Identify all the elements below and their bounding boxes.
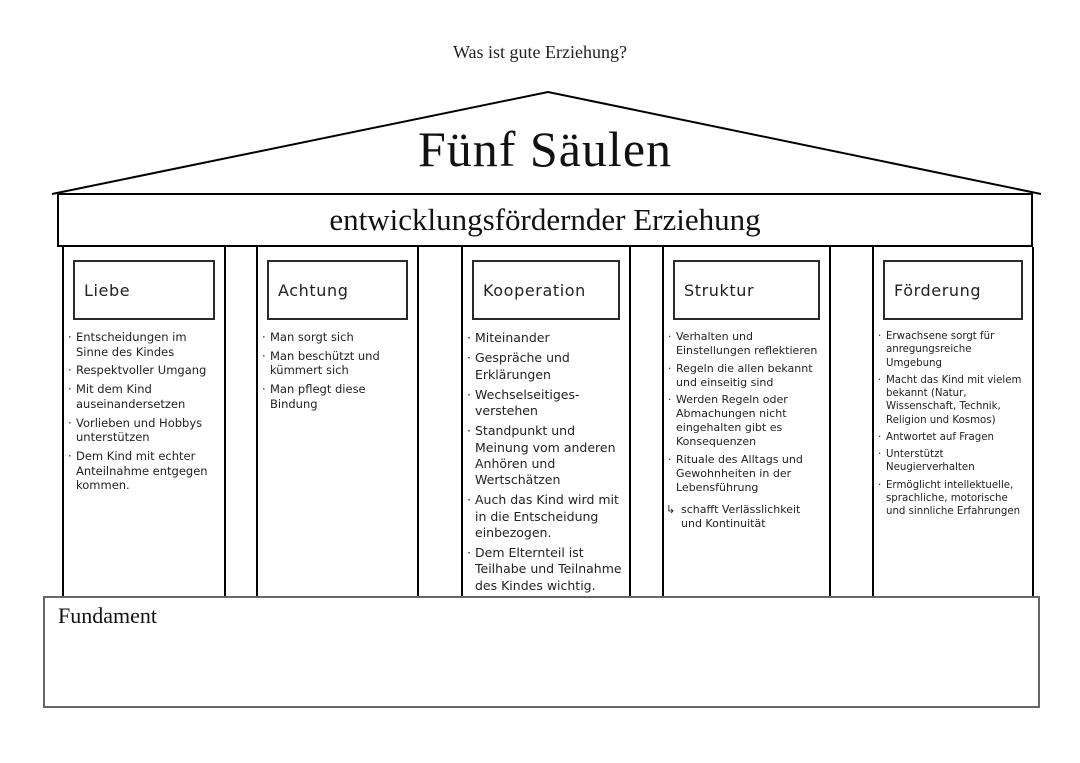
list-item-text: Auch das Kind wird mit in die Entscheidu… <box>475 492 619 540</box>
bullet-dot: · <box>878 374 882 386</box>
list-item: · Man pflegt diese Bindung <box>262 382 412 411</box>
list-item: · Rituale des Alltags und Gewohnheiten i… <box>668 453 824 495</box>
band-title: entwicklungsfördernder Erziehung <box>329 202 761 237</box>
list-item-text: Verhalten und Einstellungen reflektieren <box>676 330 818 357</box>
list-item-text: Regeln die allen bekannt und einseitig s… <box>676 361 813 389</box>
bullet-dot: · <box>68 449 72 464</box>
list-item-text: Antwortet auf Fragen <box>886 431 994 443</box>
list-item: · Regeln die allen bekannt und einseitig… <box>668 362 824 390</box>
list-item: · Dem Kind mit echter Anteilnahme entgeg… <box>68 449 219 493</box>
list-item: · Gespräche und Erklärungen <box>467 350 624 383</box>
pillar-title: Struktur <box>684 280 755 300</box>
list-item-text: Rituale des Alltags und Gewohnheiten in … <box>676 452 803 494</box>
list-item-text: Man sorgt sich <box>270 330 354 344</box>
list-item-text: Gespräche und Erklärungen <box>475 350 570 382</box>
list-item: · Respektvoller Umgang <box>68 363 219 378</box>
list-item-text: Dem Elternteil ist Teilhabe und Teilnahm… <box>475 545 622 593</box>
list-item: · Mit dem Kind auseinandersetzen <box>68 382 219 411</box>
bullet-dot: · <box>467 492 471 508</box>
pillar-header: Struktur <box>673 260 820 320</box>
bullet-dot: · <box>467 545 471 560</box>
bullet-dot: · <box>467 350 471 366</box>
list-item: · Werden Regeln oder Abmachungen nicht e… <box>668 393 824 448</box>
bullet-dot: · <box>68 330 72 344</box>
bullet-dot: · <box>878 479 882 491</box>
list-item: · Dem Elternteil ist Teilhabe und Teilna… <box>467 545 624 594</box>
list-item-text: Miteinander <box>475 330 550 345</box>
list-item: · Erwachsene sorgt für anregungsreiche U… <box>878 330 1027 370</box>
list-item: · Entscheidungen im Sinne des Kindes <box>68 330 219 359</box>
bullet-list: · Man sorgt sich · Man beschützt und küm… <box>258 328 417 412</box>
list-item: · Ermöglicht intellektuelle, sprachliche… <box>878 479 1027 519</box>
pillar-title: Kooperation <box>483 280 586 300</box>
list-item-text: Erwachsene sorgt für anregungsreiche Umg… <box>886 331 995 369</box>
bullet-dot: · <box>467 386 471 402</box>
pillar-foerderung: Förderung · Erwachsene sorgt für anregun… <box>872 247 1034 596</box>
list-item: · Macht das Kind mit vielem bekannt (Nat… <box>878 374 1027 427</box>
list-item-text: Entscheidungen im Sinne des Kindes <box>76 330 187 359</box>
pillar-achtung: Achtung · Man sorgt sich · Man beschützt… <box>256 247 419 596</box>
bullet-list: · Verhalten und Einstellungen reflektier… <box>664 328 829 494</box>
list-item: · Man sorgt sich <box>262 330 412 345</box>
bullet-dot: · <box>262 330 266 344</box>
list-item: · Wechselseitiges-verstehen <box>467 387 624 420</box>
list-item: · Standpunkt und Meinung vom anderen Anh… <box>467 423 624 488</box>
list-item-text: Man pflegt diese Bindung <box>270 382 366 411</box>
list-item: · Antwortet auf Fragen <box>878 431 1027 444</box>
consequence-note: ↳ schafft Verlässlichkeit und Kontinuitä… <box>664 503 829 531</box>
bullet-dot: · <box>68 382 72 397</box>
bullet-dot: · <box>467 330 471 345</box>
list-item-text: Man beschützt und kümmert sich <box>270 348 380 378</box>
fundament-label: Fundament <box>58 603 157 628</box>
pillar-liebe: Liebe · Entscheidungen im Sinne des Kind… <box>62 247 226 596</box>
note-text: schafft Verlässlichkeit und Kontinuität <box>681 503 801 531</box>
bullet-dot: · <box>68 415 72 430</box>
pillar-header: Achtung <box>267 260 408 320</box>
bullet-dot: · <box>668 361 672 375</box>
bullet-dot: · <box>878 331 882 342</box>
list-item: · Unterstützt Neugierverhalten <box>878 448 1027 475</box>
arrow-icon: ↳ <box>666 503 676 517</box>
roof-title: Fünf Säulen <box>417 121 673 177</box>
pillar-struktur: Struktur · Verhalten und Einstellungen r… <box>662 247 831 596</box>
pillar-title: Achtung <box>278 280 349 300</box>
question-text: Was ist gute Erziehung? <box>453 42 627 62</box>
list-item-text: Vorlieben und Hobbys unterstützen <box>76 415 203 445</box>
pillar-header: Liebe <box>73 260 215 320</box>
list-item: · Verhalten und Einstellungen reflektier… <box>668 330 824 358</box>
bullet-dot: · <box>668 452 672 466</box>
bullet-dot: · <box>668 393 672 407</box>
list-item-text: Ermöglicht intellektuelle, sprachliche, … <box>886 479 1021 518</box>
bullet-list: · Erwachsene sorgt für anregungsreiche U… <box>874 328 1032 518</box>
list-item-text: Werden Regeln oder Abmachungen nicht ein… <box>676 393 788 449</box>
bullet-dot: · <box>878 431 882 443</box>
list-item-text: Wechselseitiges-verstehen <box>475 386 580 418</box>
list-item: · Vorlieben und Hobbys unterstützen <box>68 416 219 445</box>
list-item-text: Respektvoller Umgang <box>76 363 207 378</box>
list-item: · Miteinander <box>467 330 624 346</box>
bullet-dot: · <box>68 363 72 378</box>
list-item: · Auch das Kind wird mit in die Entschei… <box>467 492 624 541</box>
list-item-text: Macht das Kind mit vielem bekannt (Natur… <box>886 374 1022 426</box>
bullet-dot: · <box>467 423 471 439</box>
pillar-header: Förderung <box>883 260 1023 320</box>
bullet-dot: · <box>262 348 266 363</box>
bullet-dot: · <box>262 382 266 397</box>
list-item-text: Dem Kind mit echter Anteilnahme entgegen… <box>76 449 208 493</box>
list-item-text: Unterstützt Neugierverhalten <box>886 449 975 474</box>
pillar-kooperation: Kooperation · Miteinander · Gespräche un… <box>461 247 631 596</box>
bullet-dot: · <box>668 330 672 343</box>
bullet-list: · Entscheidungen im Sinne des Kindes · R… <box>64 328 224 493</box>
fundament-box: Fundament <box>43 596 1040 708</box>
list-item: · Man beschützt und kümmert sich <box>262 349 412 378</box>
architrave-band: entwicklungsfördernder Erziehung <box>57 193 1033 247</box>
pillar-title: Förderung <box>894 280 982 300</box>
list-item-text: Standpunkt und Meinung vom anderen Anhör… <box>475 423 616 487</box>
bullet-dot: · <box>878 449 882 460</box>
pillar-title: Liebe <box>84 280 131 300</box>
bullet-list: · Miteinander · Gespräche und Erklärunge… <box>463 328 629 594</box>
list-item-text: Mit dem Kind auseinandersetzen <box>76 382 186 411</box>
pillar-header: Kooperation <box>472 260 620 320</box>
